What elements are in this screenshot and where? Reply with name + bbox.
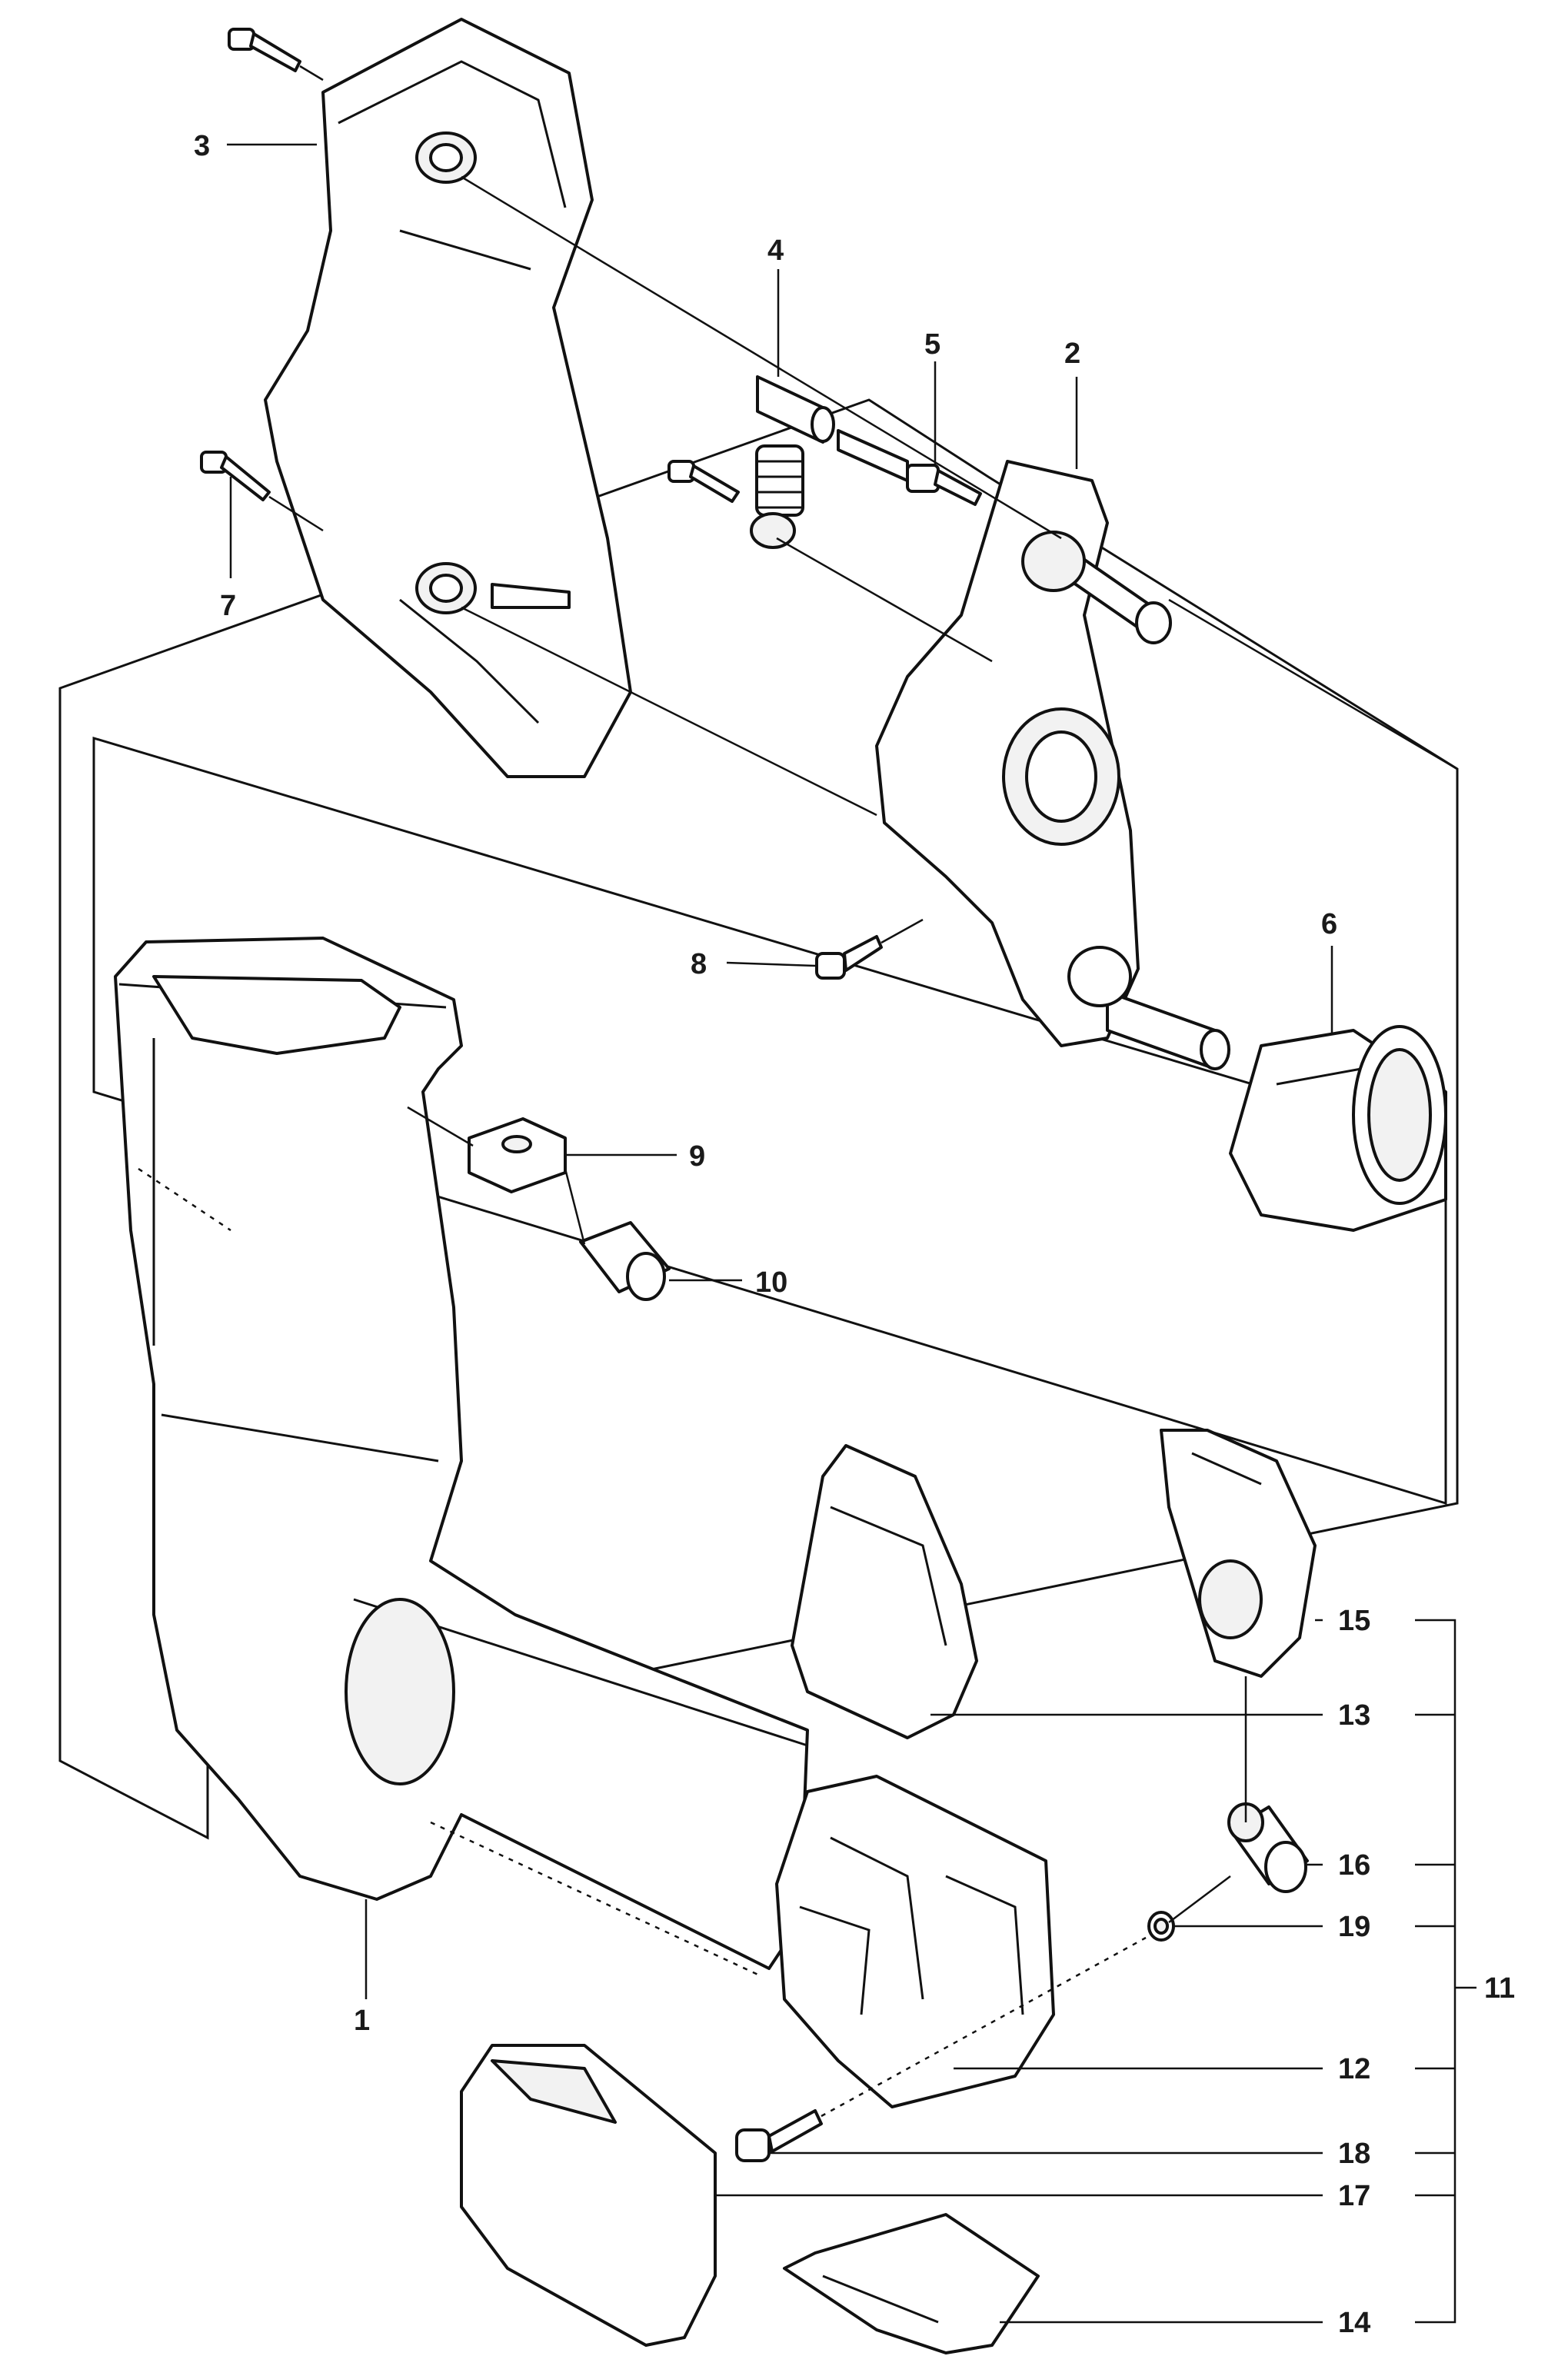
- callout-9: 9: [689, 1140, 705, 1173]
- callout-1: 1: [354, 2005, 370, 2037]
- callout-4: 4: [767, 235, 784, 267]
- callout-15: 15: [1338, 1605, 1370, 1637]
- part-17-grip-cover: [460, 2044, 717, 2347]
- callout-13: 13: [1338, 1699, 1370, 1732]
- part-18-screw: [735, 1936, 1147, 2162]
- part-3-top-cover: [264, 18, 632, 778]
- callout-11: 11: [1484, 1972, 1515, 2005]
- leader-8: [726, 961, 816, 967]
- part-9-square-nut: [468, 1117, 567, 1193]
- guide-line-lower: [461, 606, 877, 817]
- screw-mid: [667, 460, 740, 503]
- callout-10: 10: [755, 1266, 787, 1299]
- part-14-lever: [783, 2213, 1040, 2354]
- guide-line-spring: [776, 537, 993, 663]
- callout-7: 7: [220, 590, 236, 622]
- guide-line-top: [461, 175, 1062, 540]
- part-4-spring-assembly: [750, 375, 835, 549]
- part-5-pin-screw: [837, 429, 982, 506]
- part-12-clamp: [775, 1775, 1055, 2108]
- part-6-cylinder: [1229, 1025, 1447, 1232]
- guide-line-handle: [138, 1167, 231, 1232]
- part-13-holder: [791, 1444, 978, 1739]
- part-19-washer: [1147, 1911, 1175, 1942]
- callout-17: 17: [1338, 2180, 1370, 2212]
- part-10-spacer: [579, 1221, 671, 1301]
- callout-18: 18: [1338, 2138, 1370, 2170]
- guide-line-bracket: [1168, 598, 1458, 770]
- callout-6: 6: [1321, 908, 1337, 940]
- group-11-bracket: [1415, 1619, 1476, 2324]
- callout-2: 2: [1064, 338, 1080, 370]
- part-8-screw: [815, 918, 924, 980]
- callout-14: 14: [1338, 2307, 1370, 2339]
- guide-line-body: [430, 1821, 762, 1978]
- callout-5: 5: [924, 328, 940, 361]
- part-16-pin: [1227, 1802, 1309, 1893]
- callout-16: 16: [1338, 1849, 1370, 1882]
- guide-line-spacer: [564, 1168, 586, 1245]
- outer-assembly-frame: [58, 398, 1459, 1840]
- guide-line-nut: [407, 1106, 474, 1147]
- part-7-screw: [200, 451, 324, 532]
- guide-line-washer: [1168, 1875, 1231, 1923]
- screw-top: [228, 28, 324, 82]
- part-15-trigger: [1160, 1429, 1317, 1678]
- part-1-handle-body: [114, 937, 809, 1970]
- callout-12: 12: [1338, 2053, 1370, 2085]
- callout-3: 3: [194, 130, 210, 162]
- part-2-bracket: [875, 460, 1230, 1070]
- callout-8: 8: [691, 948, 707, 980]
- inner-assembly-frame: [92, 736, 1447, 1506]
- callout-19: 19: [1338, 1911, 1370, 1943]
